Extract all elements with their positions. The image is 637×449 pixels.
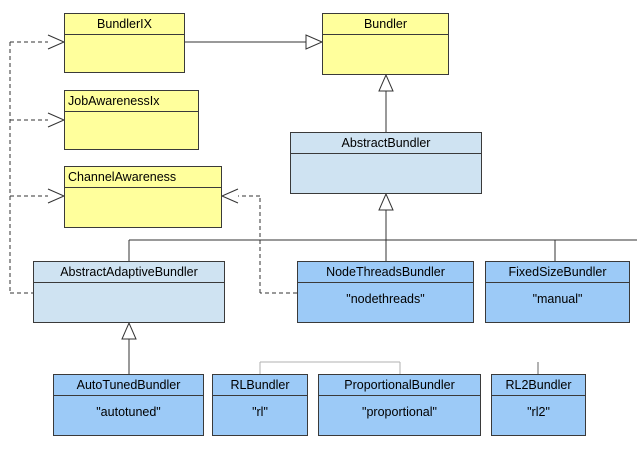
arrowhead-aab: [121, 321, 137, 340]
arrowhead-channel-left: [47, 188, 66, 204]
class-abstractbundler-name: AbstractBundler: [291, 133, 481, 154]
class-autotunedbundler-name: AutoTunedBundler: [54, 375, 203, 396]
class-rl2bundler[interactable]: RL2Bundler "rl2": [491, 374, 586, 436]
arrowhead-bundler-from-abstractbundler: [378, 73, 394, 92]
class-abstractbundler[interactable]: AbstractBundler: [290, 132, 482, 194]
class-proportionalbundler-value: "proportional": [362, 405, 437, 419]
class-abstractadaptivebundler-name: AbstractAdaptiveBundler: [34, 262, 224, 283]
class-fixedsizebundler[interactable]: FixedSizeBundler "manual": [485, 261, 630, 323]
class-rlbundler[interactable]: RLBundler "rl": [212, 374, 308, 436]
class-bundlerix[interactable]: BundlerIX: [64, 13, 185, 73]
class-nodethreadsbundler[interactable]: NodeThreadsBundler "nodethreads": [297, 261, 474, 323]
class-channelawareness-name: ChannelAwareness: [65, 167, 221, 188]
arrowhead-abstractbundler: [378, 192, 394, 211]
arrowhead-jobawareness: [47, 112, 66, 128]
class-autotunedbundler-value: "autotuned": [96, 405, 161, 419]
class-bundlerix-name: BundlerIX: [65, 14, 184, 35]
class-fixedsizebundler-value: "manual": [532, 292, 583, 306]
class-rl2bundler-value: "rl2": [527, 405, 550, 419]
class-bundler-name: Bundler: [323, 14, 448, 35]
arrowhead-bundlerix: [47, 34, 66, 50]
class-proportionalbundler-name: ProportionalBundler: [319, 375, 480, 396]
class-rl2bundler-name: RL2Bundler: [492, 375, 585, 396]
arrowhead-channel-right: [220, 188, 239, 204]
class-jobawareness[interactable]: JobAwarenessIx: [64, 90, 199, 150]
class-rlbundler-name: RLBundler: [213, 375, 307, 396]
class-jobawareness-name: JobAwarenessIx: [65, 91, 198, 112]
class-nodethreadsbundler-name: NodeThreadsBundler: [298, 262, 473, 283]
class-rlbundler-value: "rl": [252, 405, 268, 419]
class-fixedsizebundler-name: FixedSizeBundler: [486, 262, 629, 283]
class-bundler[interactable]: Bundler: [322, 13, 449, 75]
class-autotunedbundler[interactable]: AutoTunedBundler "autotuned": [53, 374, 204, 436]
class-abstractadaptivebundler[interactable]: AbstractAdaptiveBundler: [33, 261, 225, 323]
arrowhead-bundler-from-bundlerix: [305, 34, 324, 50]
class-channelawareness[interactable]: ChannelAwareness: [64, 166, 222, 228]
class-proportionalbundler[interactable]: ProportionalBundler "proportional": [318, 374, 481, 436]
class-nodethreadsbundler-value: "nodethreads": [346, 292, 425, 306]
